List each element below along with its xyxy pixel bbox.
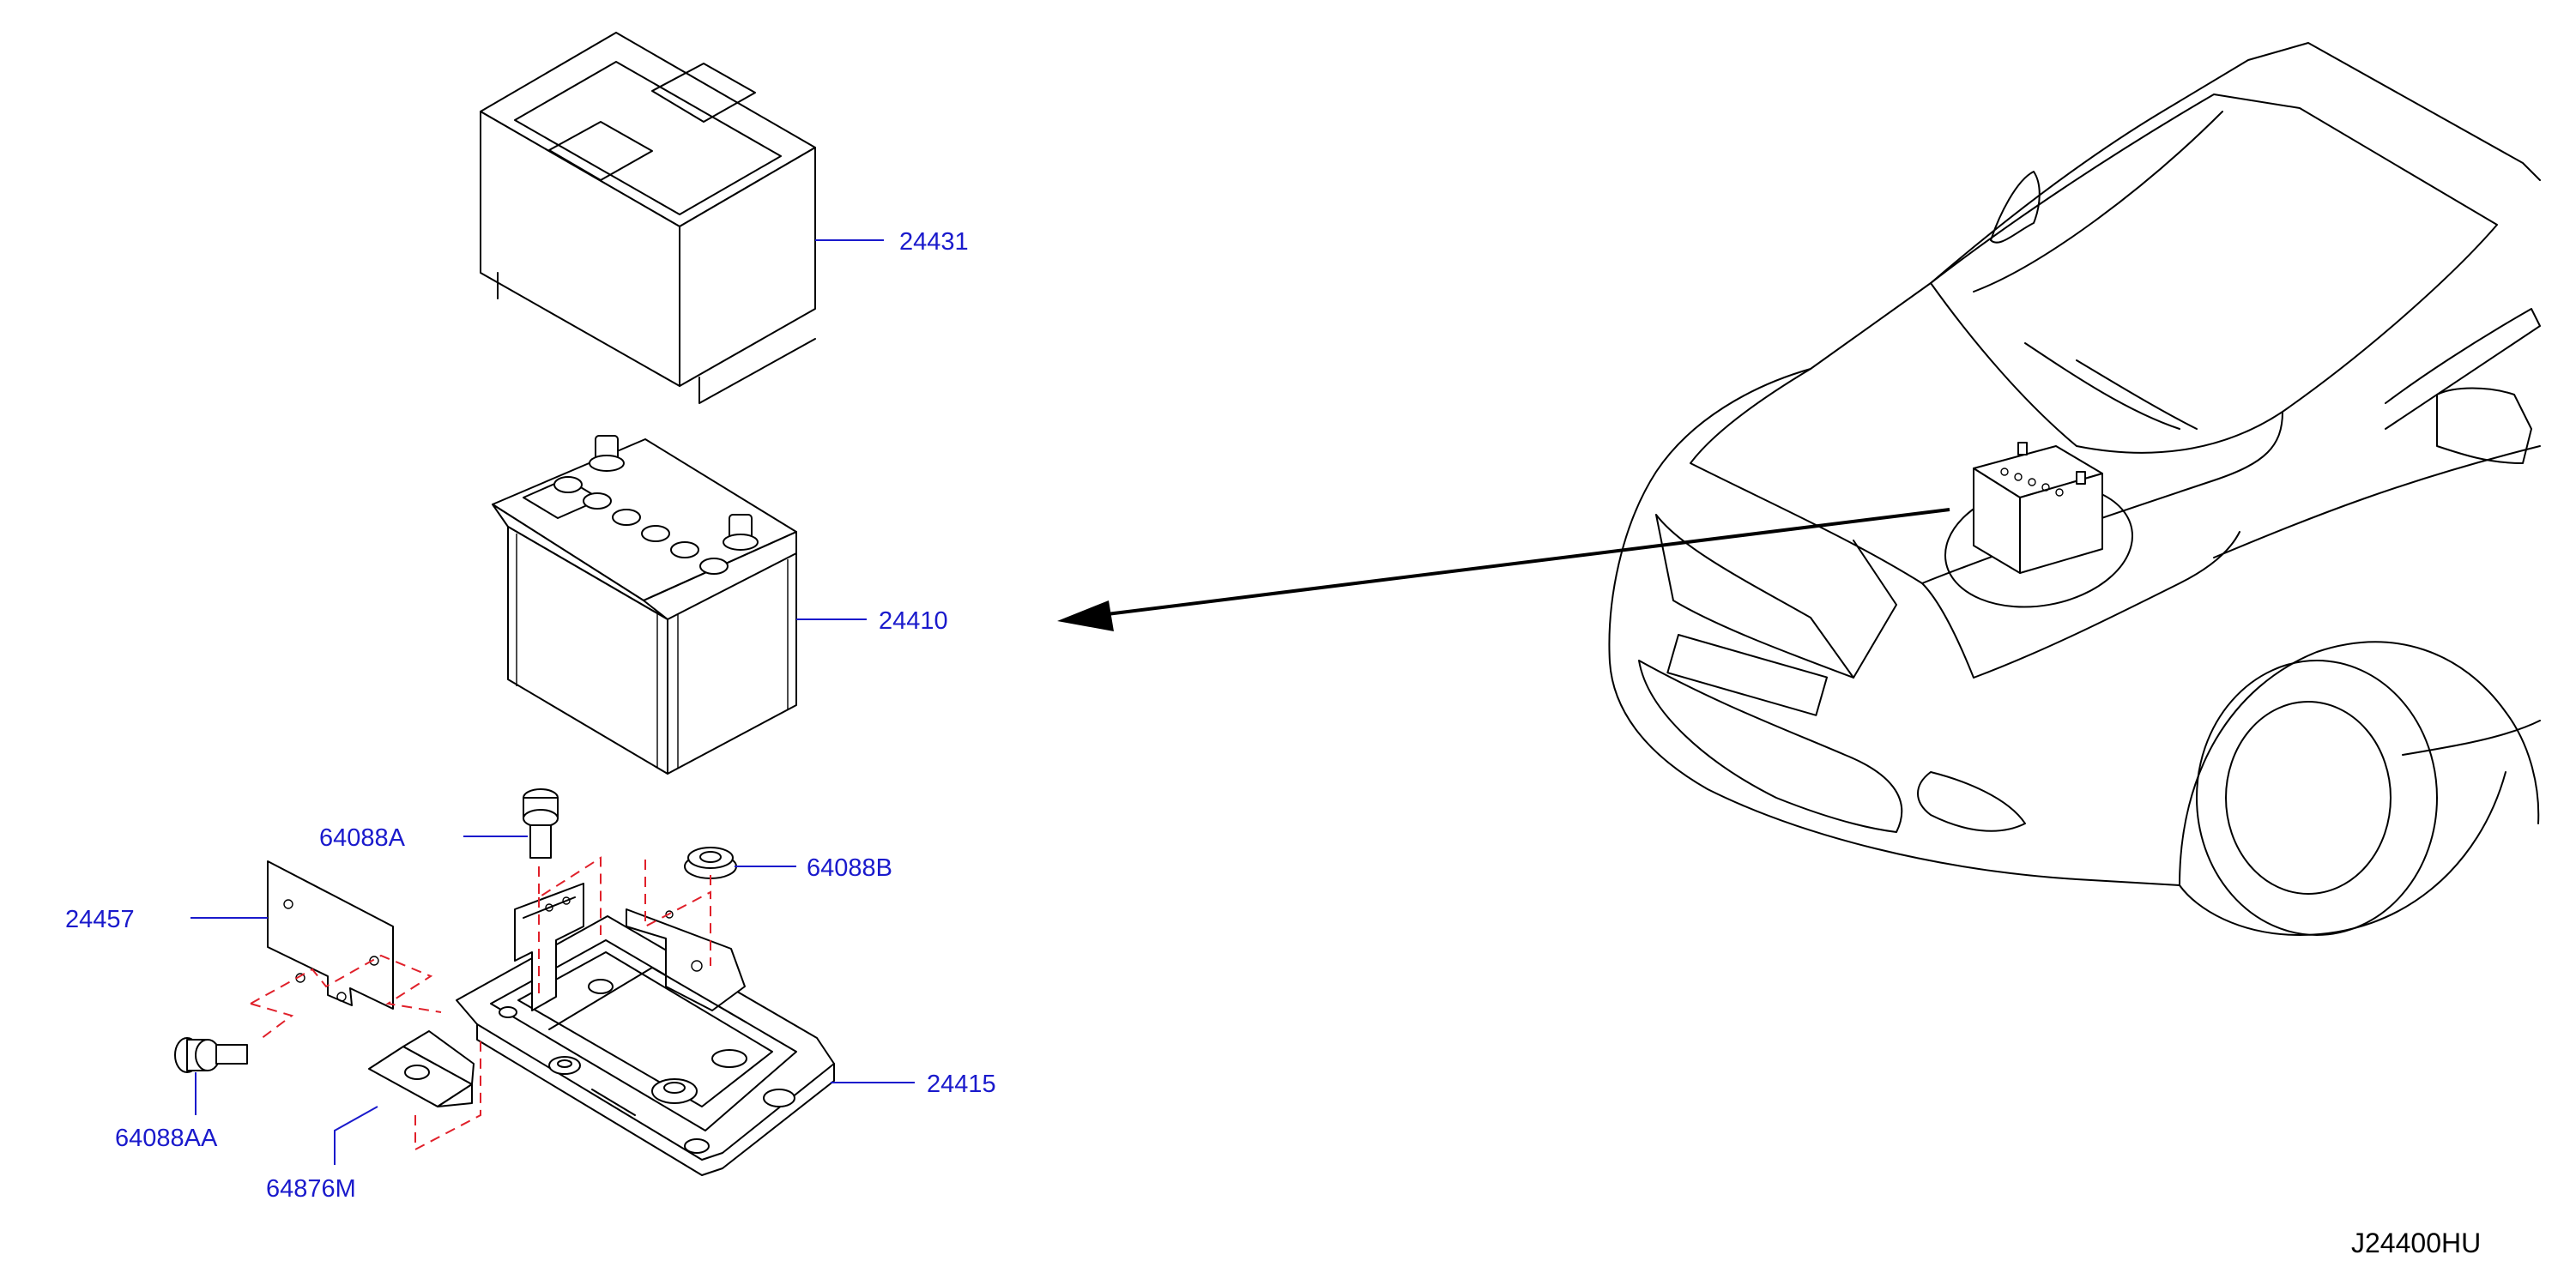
location-arrow	[1057, 508, 1950, 631]
bolt-64088a-illustration[interactable]	[523, 788, 559, 859]
part-label-battery[interactable]: 24410	[879, 607, 948, 635]
nut-64088b-illustration[interactable]	[684, 847, 737, 879]
leader-lines	[190, 239, 915, 1165]
part-label-bracket-plate[interactable]: 24457	[65, 906, 135, 933]
battery-illustration[interactable]	[492, 435, 797, 775]
bracket-plate-illustration[interactable]	[267, 860, 394, 1010]
bolt-64088aa-illustration[interactable]	[174, 1037, 248, 1073]
vehicle-illustration	[1608, 42, 2541, 936]
part-label-bolt-aa[interactable]: 64088AA	[115, 1125, 218, 1152]
assembly-guide-lines	[250, 856, 711, 1151]
battery-tray-illustration[interactable]	[456, 883, 835, 1176]
part-label-bolt-a[interactable]: 64088A	[319, 824, 406, 852]
clamp-illustration[interactable]	[368, 1030, 475, 1107]
vehicle-battery-location	[1944, 442, 2134, 608]
part-label-nut-b[interactable]: 64088B	[807, 854, 892, 882]
battery-cover-illustration[interactable]	[480, 32, 816, 404]
part-label-tray[interactable]: 24415	[927, 1071, 996, 1098]
diagram-code: J24400HU	[2351, 1228, 2481, 1258]
part-label-cover[interactable]: 24431	[899, 228, 969, 256]
part-label-clamp[interactable]: 64876M	[266, 1175, 356, 1203]
